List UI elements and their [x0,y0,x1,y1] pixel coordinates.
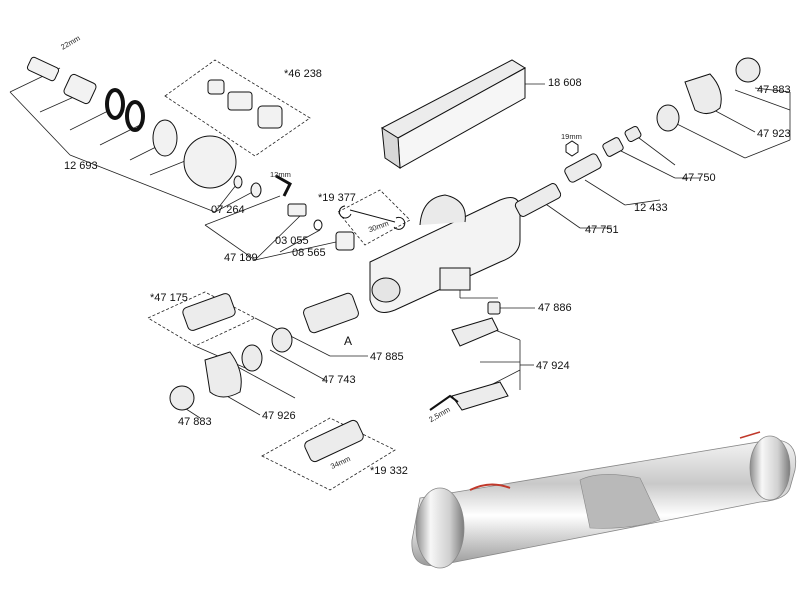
label-47923: 47 923 [757,128,791,140]
leader-line [664,117,746,159]
cap-47883-top [735,57,761,83]
label-47189: 47 189 [224,252,258,264]
cartridge-47885 [303,292,359,334]
leader-line [269,349,326,381]
leader-line [204,195,281,226]
label-47926: 47 926 [262,410,296,422]
bracket-47924-bottom [451,381,509,411]
leader-line [254,317,331,357]
leader-line [224,394,261,416]
wall-flange [183,135,237,189]
nut-47926 [241,344,263,372]
label-19332: *19 332 [370,465,408,477]
thermo-element-12433 [564,153,602,183]
label-47750: 47 750 [682,172,716,184]
label-08565: 08 565 [292,247,326,259]
adapter-47750 [602,137,624,157]
label-19377: *19 377 [318,192,356,204]
leader-line [9,91,71,156]
label-46238: *46 238 [284,68,322,80]
leader-line [624,199,661,206]
thermostat-body [369,194,521,313]
nut-47923 [656,104,680,132]
cartridge-46238 [207,79,225,95]
group-box-46238 [164,59,311,157]
label-18608: 18 608 [548,77,582,89]
leader-line [69,109,111,131]
label-47924: 47 924 [536,360,570,372]
group-box-19377 [337,189,411,246]
shelf-18608 [380,59,526,169]
label-12433: 12 433 [634,202,668,214]
leader-line [254,215,301,261]
o-ring [125,100,145,132]
leader-line [204,224,256,261]
label-47751: 47 751 [585,224,619,236]
spanner-19377 [338,205,406,230]
small-washer [233,175,243,189]
marker-a: A [344,334,353,348]
hex-key-2-5mm [429,394,459,411]
cartridge-46238c [257,105,283,129]
leader-line [634,134,676,166]
cartridge-47175 [182,293,236,331]
leader-line [279,229,321,253]
bracket-47924-top [451,317,499,347]
label-12693: 12 693 [64,160,98,172]
leader-line [254,239,346,261]
cartridge-46238b [227,91,253,111]
handle-47926 [204,351,242,398]
threaded-nut [152,119,178,157]
eccentric-union [63,73,97,105]
dimension-12mm: 12mm [270,170,291,179]
ring-47743 [271,327,293,353]
label-03055: 03 055 [275,235,309,247]
filter-washer [250,182,262,198]
o-ring-small [313,219,323,231]
leader-line [744,139,791,159]
adapter-47750b [624,125,642,143]
leader-line [584,179,626,206]
leader-line [754,87,791,93]
label-47885: 47 885 [370,351,404,363]
group-box-47175 [147,291,256,347]
handle-47923 [684,73,722,114]
product-photo-thermostat [411,431,797,569]
cap-47883-bottom [169,385,195,411]
hex-key-12mm [275,174,292,197]
leader-line [614,147,676,179]
o-ring [105,88,125,120]
hex-19mm-outline [565,140,579,157]
sleeve-47886 [487,301,501,315]
label-47743: 47 743 [322,374,356,386]
valve-connector [26,56,60,82]
label-07264: 07 264 [211,204,245,216]
check-valve [287,203,307,217]
label-47883-bottom: 47 883 [178,416,212,428]
label-47175: *47 175 [150,292,188,304]
extension-47751 [514,183,562,217]
group-box-19332 [261,417,396,491]
nut-08565 [335,231,355,251]
dimension-19mm: 19mm [561,132,582,141]
label-47886: 47 886 [538,302,572,314]
leader-line [69,154,216,213]
label-47883-top: 47 883 [757,84,791,96]
cartridge-19332 [304,419,364,463]
leader-line [734,89,791,111]
